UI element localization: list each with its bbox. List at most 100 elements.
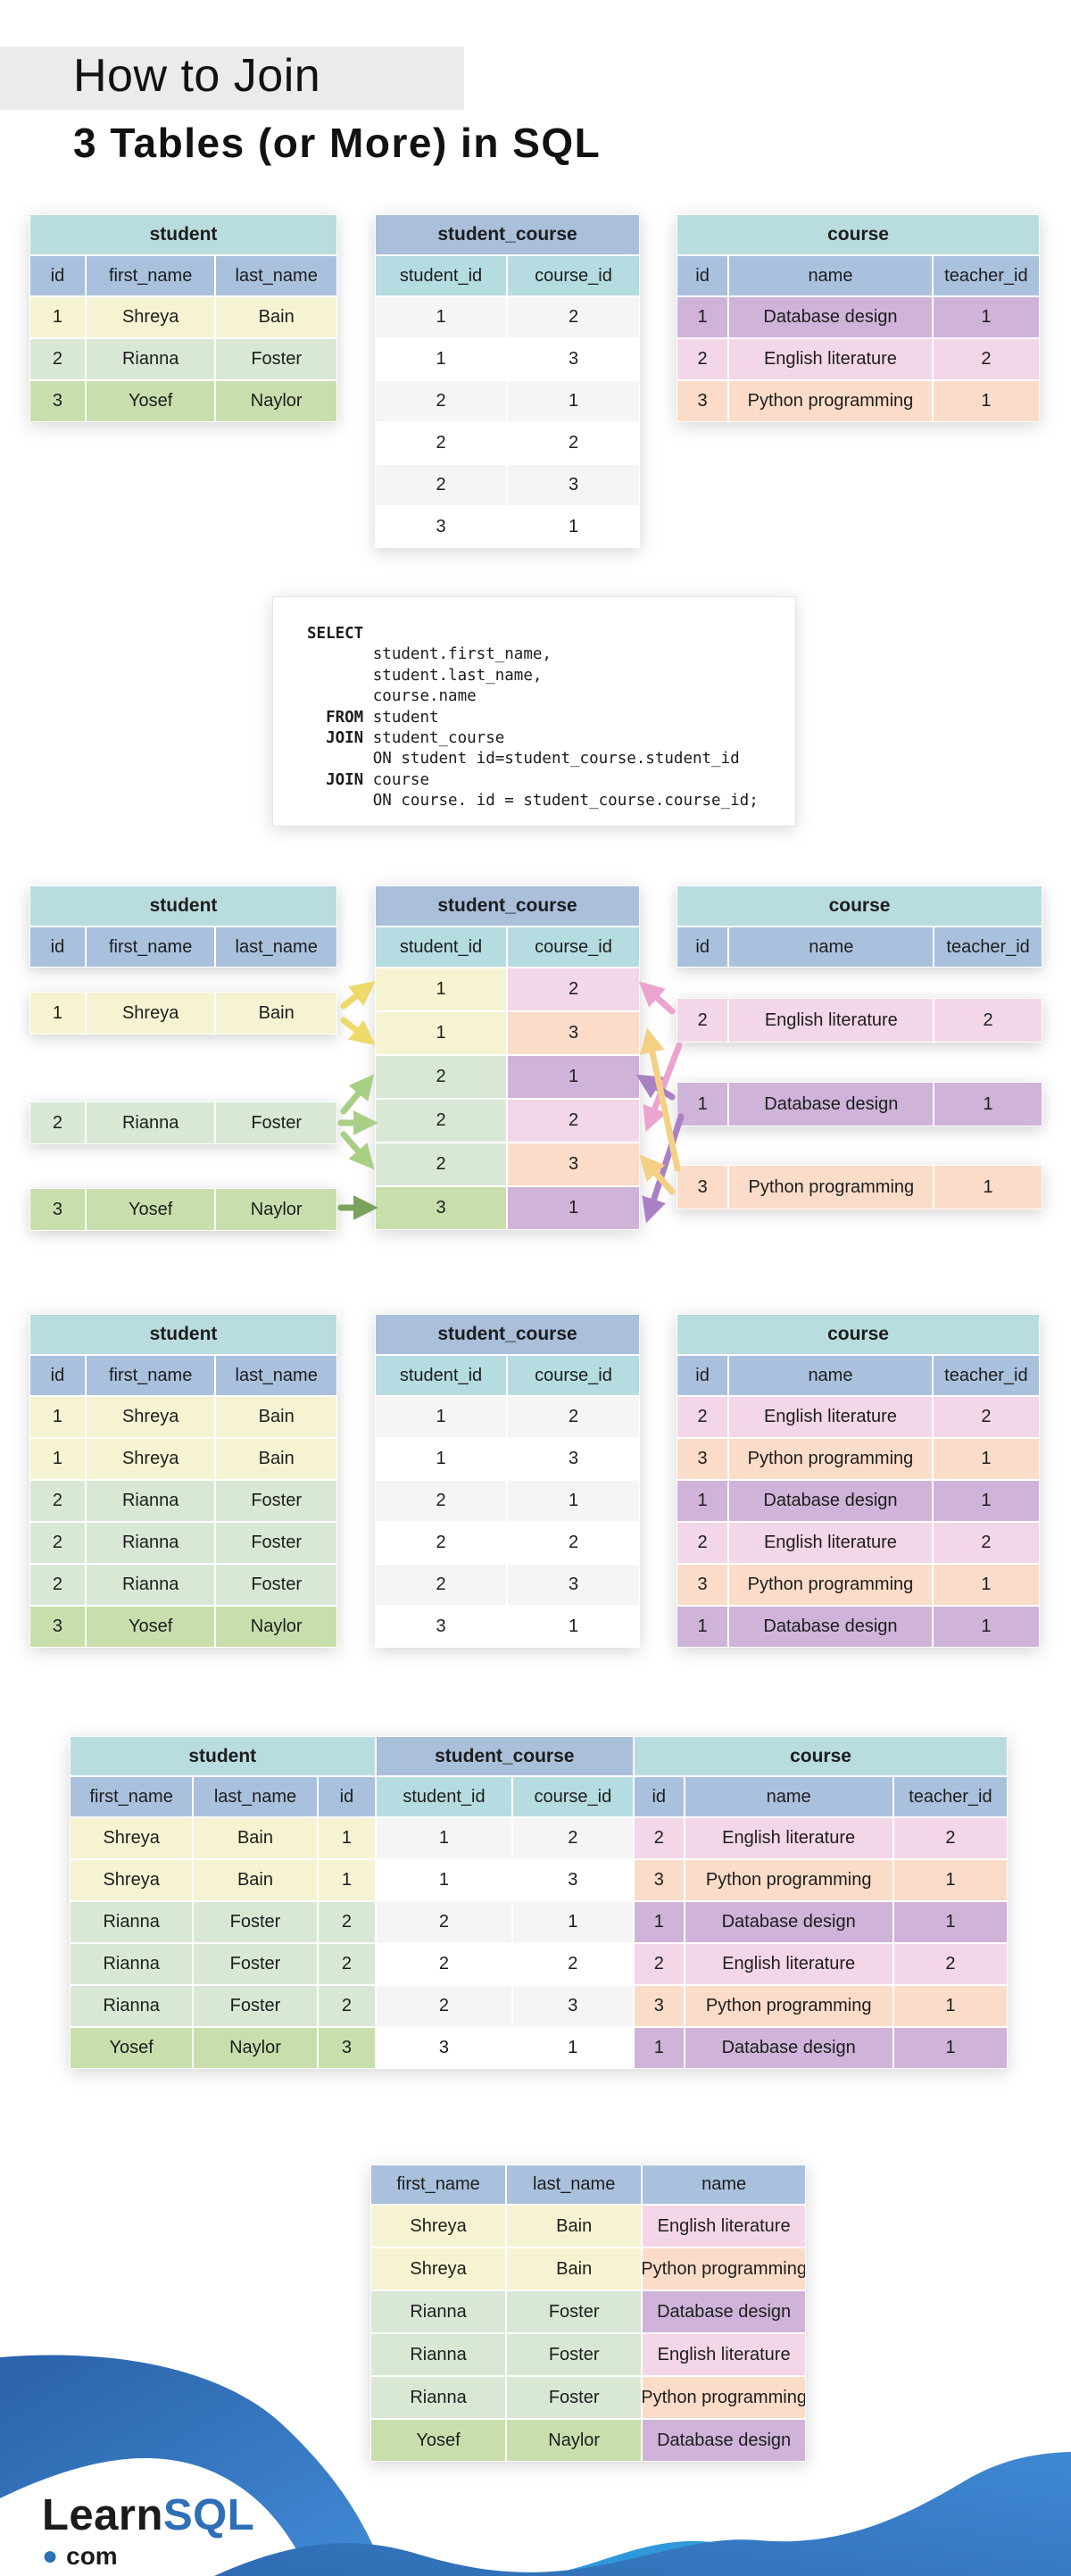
cell: Bain — [215, 296, 337, 338]
cell: 2 — [375, 380, 507, 422]
cell: Naylor — [193, 2027, 318, 2069]
join-arrow-green — [340, 1131, 375, 1170]
cell: 1 — [932, 1606, 1040, 1648]
cell: 3 — [677, 380, 729, 422]
cell: 3 — [507, 1143, 640, 1186]
logo-wordmark: LearnSQL — [42, 2490, 254, 2540]
cell: 3 — [507, 1564, 640, 1606]
column-header: id — [317, 1776, 377, 1817]
code-line: SELECT — [307, 625, 364, 643]
cell: 1 — [376, 1817, 512, 1859]
table-title: student — [29, 214, 337, 255]
cell: Rianna — [85, 1522, 216, 1564]
cell: English literature — [642, 2205, 806, 2248]
group-title: student_course — [375, 1736, 635, 1776]
cell: 3 — [507, 1011, 640, 1055]
cell: Python programming — [642, 2248, 806, 2290]
cell: Database design — [728, 1606, 933, 1648]
cell: 3 — [29, 1188, 86, 1231]
column-header: first_name — [70, 1776, 194, 1817]
logo-domain: ● com — [42, 2542, 254, 2571]
cell: 3 — [677, 1438, 729, 1480]
cell: 1 — [511, 2027, 634, 2069]
cell: 1 — [677, 1082, 729, 1126]
cell: 1 — [507, 506, 640, 548]
cell: Database design — [642, 2290, 806, 2333]
join-arrow-yellow — [340, 980, 376, 1010]
cell: Shreya — [85, 1438, 216, 1480]
cell: Shreya — [370, 2205, 507, 2248]
cell: Shreya — [70, 1817, 194, 1859]
column-header: id — [29, 1355, 86, 1396]
cell: 1 — [507, 380, 640, 422]
cell: English literature — [728, 1522, 933, 1564]
column-header: first_name — [85, 255, 216, 296]
cell: Yosef — [85, 380, 216, 422]
logo-com: com — [66, 2542, 118, 2570]
cell: Yosef — [70, 2027, 194, 2069]
cell: Foster — [215, 1480, 337, 1522]
cell: 2 — [677, 1396, 729, 1438]
column-header: id — [677, 255, 729, 296]
cell: 2 — [317, 1943, 377, 1985]
cell: Bain — [215, 992, 337, 1035]
code-line: JOIN course — [326, 770, 429, 789]
code-line: JOIN student_course — [326, 729, 505, 748]
group-title: course — [634, 1736, 1008, 1776]
cell: 2 — [934, 998, 1042, 1043]
cell: 1 — [892, 2027, 1008, 2069]
cell: 2 — [634, 1943, 685, 1985]
join-arrow-purple — [635, 1074, 676, 1101]
cell: Rianna — [85, 1480, 216, 1522]
cell: 1 — [29, 1396, 86, 1438]
cell: 3 — [511, 1859, 634, 1901]
column-header: id — [29, 255, 86, 296]
cell: 2 — [507, 296, 640, 338]
table-title: student — [29, 885, 337, 927]
cell: English literature — [684, 1943, 893, 1985]
bottom-right-wave — [214, 2452, 1071, 2576]
cell: 1 — [892, 1901, 1008, 1943]
cell: 1 — [934, 1082, 1042, 1126]
cell: Rianna — [85, 1101, 216, 1144]
cell: Bain — [506, 2248, 643, 2290]
cell: 1 — [932, 296, 1040, 338]
table-title: course — [677, 885, 1042, 927]
cell: 2 — [375, 422, 507, 464]
cell: 1 — [29, 296, 86, 338]
cell: 2 — [375, 464, 507, 506]
cell: 1 — [932, 1438, 1040, 1480]
column-header: id — [677, 927, 729, 968]
cell: 2 — [507, 968, 640, 1011]
join-arrow-pink — [643, 1042, 683, 1133]
cell: 1 — [932, 380, 1040, 422]
cell: Python programming — [728, 1564, 933, 1606]
